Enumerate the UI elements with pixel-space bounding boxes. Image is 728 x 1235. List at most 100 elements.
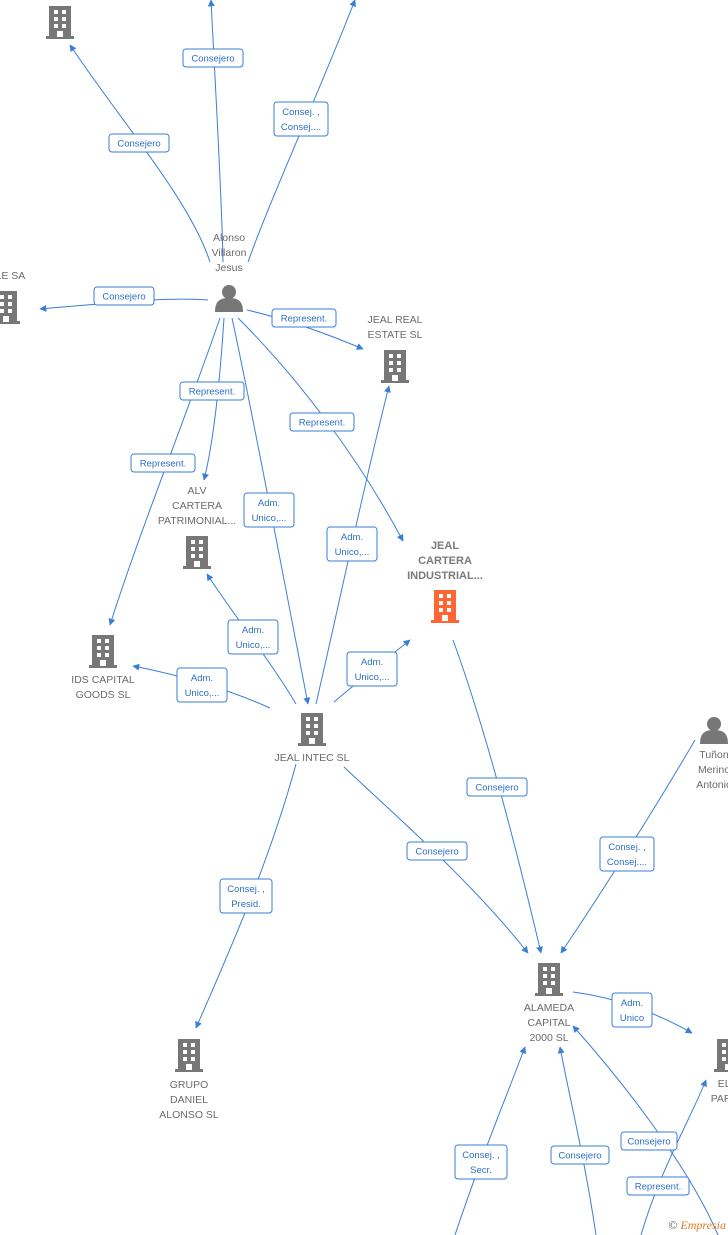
relation-label-text: Consejero: [102, 292, 145, 303]
node-label: PATRIMONIAL...: [158, 515, 236, 527]
relation-label-text: Consej. ,: [608, 842, 646, 853]
relation-label-text: Unico,...: [185, 688, 220, 699]
node-label: Alonso: [213, 232, 245, 244]
node-label: Jesus: [215, 262, 242, 274]
node-label: ESTATE SL: [367, 329, 422, 341]
node-label: GOODS SL: [76, 689, 131, 701]
relation-label[interactable]: Represent.: [289, 412, 355, 432]
relation-label[interactable]: Consejero: [182, 48, 244, 68]
relation-label-text: Consejero: [627, 1137, 670, 1148]
company-node-top-left-company[interactable]: [46, 6, 74, 39]
node-label: JEAL INTEC SL: [275, 752, 350, 764]
relation-edge: [108, 317, 221, 626]
company-node-ille-sa[interactable]: ILLE SA: [0, 270, 25, 324]
relation-label[interactable]: Consej. ,Consej....: [599, 836, 655, 872]
relation-edge: [454, 1046, 527, 1235]
relation-label[interactable]: Adm. Unico,...: [346, 651, 398, 687]
building-icon: [0, 291, 20, 324]
relation-label[interactable]: Consejero: [550, 1145, 610, 1165]
empresia-credit: © Empresia: [668, 1218, 726, 1233]
relation-label[interactable]: Adm.Unico,...: [243, 492, 295, 528]
relation-edge: [246, 309, 364, 350]
company-node-elc-partn[interactable]: ELCPARTN: [711, 1039, 728, 1105]
company-node-jeal-real-estate[interactable]: JEAL REAL ESTATE SL: [367, 314, 423, 383]
relation-label[interactable]: Consej. ,Consej....: [273, 101, 329, 137]
copyright-icon: ©: [668, 1218, 678, 1232]
building-icon: [175, 1039, 203, 1072]
relation-edge: [69, 44, 211, 263]
relation-edge: [207, 0, 224, 263]
node-label: 2000 SL: [529, 1032, 568, 1044]
relation-label[interactable]: Consej. ,Presid.: [219, 878, 273, 914]
node-label: Tuñon: [699, 749, 728, 761]
relation-label-text: Adm.: [341, 532, 363, 543]
relation-label-text: Unico,...: [355, 672, 390, 683]
building-icon: [298, 713, 326, 746]
relation-edge: [572, 1025, 719, 1235]
node-label: ALV: [187, 485, 206, 497]
building-icon: [431, 590, 459, 623]
node-label: JEAL: [431, 540, 459, 552]
relation-label-text: Represent.: [281, 314, 327, 325]
relation-label-text: Consejero: [558, 1151, 601, 1162]
relation-label[interactable]: Represent.: [626, 1176, 690, 1196]
building-icon: [46, 6, 74, 39]
building-icon: [183, 536, 211, 569]
relation-label-text: Unico: [620, 1013, 644, 1024]
company-node-jeal-intec[interactable]: JEAL INTEC SL: [275, 713, 350, 764]
node-label: CAPITAL: [528, 1017, 571, 1029]
relation-edge: [452, 639, 543, 954]
relation-label[interactable]: Represent.: [271, 308, 337, 328]
node-label: Antonio: [696, 779, 728, 791]
relation-label[interactable]: Adm.Unico,...: [176, 667, 228, 703]
person-node-tunon[interactable]: TuñonMerinoAntonio: [696, 717, 728, 791]
node-label: JEAL REAL: [367, 314, 422, 326]
relation-label[interactable]: Consejero: [108, 133, 170, 153]
relation-label[interactable]: Consejero: [93, 286, 155, 306]
relation-label[interactable]: Adm.Unico,...: [227, 619, 279, 655]
relation-label-text: Consej. ,: [227, 884, 265, 895]
company-node-alv-cartera[interactable]: ALV CARTERA PATRIMONIAL...: [158, 485, 236, 569]
relation-label[interactable]: Consejero: [620, 1131, 678, 1151]
relation-label[interactable]: Adm.Unico,...: [326, 526, 378, 562]
relation-label-text: Consej....: [281, 122, 321, 133]
relation-edge: [231, 317, 311, 705]
building-icon: [381, 350, 409, 383]
relation-edge: [247, 0, 356, 263]
relation-label[interactable]: Consej. ,Secr.: [454, 1144, 508, 1180]
person-icon: [700, 717, 728, 744]
building-icon: [89, 635, 117, 668]
relation-label[interactable]: Represent.: [179, 381, 245, 401]
relation-edge: [557, 1046, 597, 1235]
relation-label[interactable]: Adm. Unico: [611, 992, 653, 1028]
node-label: INDUSTRIAL...: [407, 570, 483, 582]
node-label: IDS CAPITAL: [71, 674, 135, 686]
node-label: Villaron: [212, 247, 247, 259]
relation-label-text: Adm.: [621, 998, 643, 1009]
relation-edge: [640, 1079, 707, 1235]
node-label: Merino: [698, 764, 728, 776]
company-node-alameda[interactable]: ALAMEDA CAPITAL 2000 SL: [524, 963, 574, 1044]
relation-label-text: Consejero: [475, 783, 518, 794]
relation-label[interactable]: Consejero: [406, 841, 468, 861]
relation-label[interactable]: Represent.: [130, 453, 196, 473]
node-label: GRUPO: [170, 1079, 209, 1091]
node-label: ELC: [718, 1078, 728, 1090]
building-icon: [714, 1039, 728, 1072]
relation-label-text: Adm.: [242, 625, 264, 636]
relation-label-text: Adm.: [361, 657, 383, 668]
node-label: CARTERA: [172, 500, 222, 512]
relation-label-text: Adm.: [258, 498, 280, 509]
relation-label-text: Consej. ,: [462, 1150, 500, 1161]
relation-label[interactable]: Consejero: [466, 777, 528, 797]
company-node-ids-capital[interactable]: IDS CAPITAL GOODS SL: [71, 635, 135, 701]
edges-layer: [39, 0, 719, 1235]
node-label: ALAMEDA: [524, 1002, 574, 1014]
node-label: DANIEL: [170, 1094, 208, 1106]
company-node-jeal-cartera-industrial[interactable]: JEALCARTERAINDUSTRIAL...: [407, 540, 483, 623]
